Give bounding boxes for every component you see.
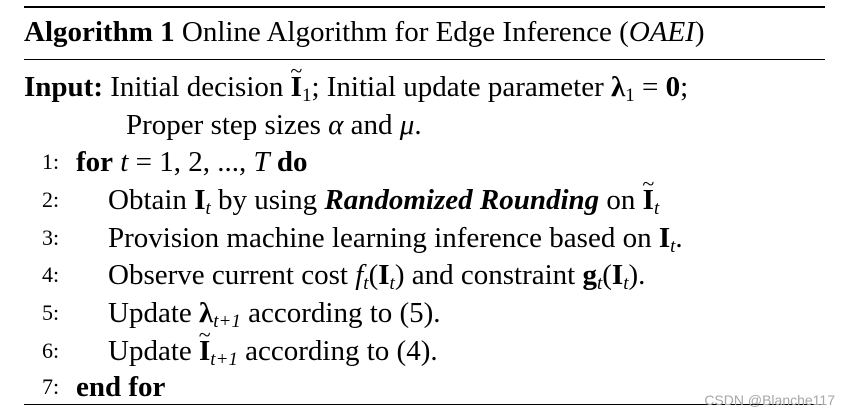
input-text-3: Proper step sizes <box>126 109 321 141</box>
input-text-2: ; Initial update parameter <box>311 71 604 103</box>
line-number: 1: <box>42 149 60 174</box>
top-rule <box>24 6 825 8</box>
step-1: 1: for t = 1, 2, ..., T do <box>24 144 814 180</box>
input-label: Input: <box>24 71 103 103</box>
step-3-text: Provision machine learning inference bas… <box>108 222 683 257</box>
algorithm-name: Online Algorithm for Edge Inference <box>181 16 612 48</box>
algorithm-label: Algorithm 1 <box>24 16 175 48</box>
line-number: 6: <box>42 338 60 363</box>
input-and: and <box>350 109 393 141</box>
line-number: 7: <box>42 374 60 399</box>
step-4: 4: Observe current cost ft(It) and const… <box>24 257 814 293</box>
line-number: 3: <box>42 225 60 250</box>
line-number: 4: <box>42 262 60 287</box>
algorithm-abbrev: OAEI <box>628 16 695 48</box>
bottom-rule <box>24 404 825 405</box>
watermark: CSDN @Blanche117 <box>704 392 835 408</box>
step-2: 2: Obtain It by using Randomized Roundin… <box>24 182 814 218</box>
input-line-continued: Proper step sizes α and μ. <box>126 109 422 141</box>
end-for: end for <box>76 371 166 403</box>
step-3: 3: Provision machine learning inference … <box>24 220 814 256</box>
input-line: Input: Initial decision I1; Initial upda… <box>24 69 688 105</box>
step-1-text: for t = 1, 2, ..., T do <box>76 146 308 178</box>
line-number: 5: <box>42 300 60 325</box>
symbol-I-tilde: I <box>291 69 302 105</box>
algorithm-title: Algorithm 1 Online Algorithm for Edge In… <box>24 16 705 48</box>
line-number: 2: <box>42 187 60 212</box>
step-6: 6: Update It+1 according to (4). <box>24 333 814 369</box>
step-2-text: Obtain It by using Randomized Rounding o… <box>108 182 659 218</box>
step-6-text: Update It+1 according to (4). <box>108 333 438 369</box>
input-text-1: Initial decision <box>110 71 284 103</box>
symbol-alpha: α <box>328 109 344 141</box>
symbol-mu: μ <box>399 109 415 141</box>
symbol-lambda: λ <box>610 71 626 103</box>
step-7: 7: end for <box>24 369 814 405</box>
randomized-rounding: Randomized Rounding <box>324 184 600 216</box>
step-5-text: Update λt+1 according to (5). <box>108 297 441 332</box>
title-rule <box>24 59 825 60</box>
step-4-text: Observe current cost ft(It) and constrai… <box>108 259 646 294</box>
step-5: 5: Update λt+1 according to (5). <box>24 295 814 331</box>
